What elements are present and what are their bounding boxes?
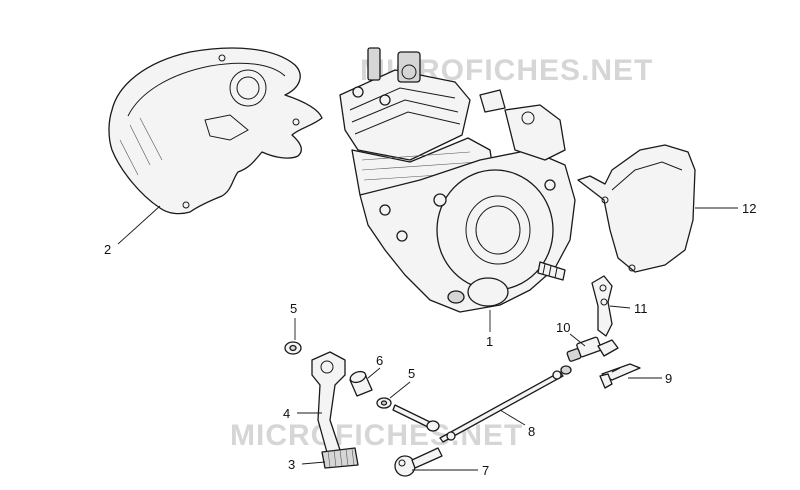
part-5-washer-top: [284, 341, 302, 355]
part-11-shift-arm: [591, 275, 613, 337]
part-9-bracket: [599, 363, 641, 389]
part-3-pedal-rubber: [321, 447, 359, 469]
callout-12: 12: [742, 201, 756, 216]
callout-10: 10: [556, 320, 570, 335]
callout-6: 6: [376, 353, 383, 368]
callout-4: 4: [283, 406, 290, 421]
callout-7: 7: [482, 463, 489, 478]
pivot-bolt: [392, 404, 440, 432]
leader-5b: [389, 381, 411, 399]
callout-9: 9: [665, 371, 672, 386]
part-5-washer-bottom: [376, 397, 392, 409]
callout-5-top: 5: [290, 301, 297, 316]
part-8-shift-rod: [439, 365, 572, 443]
leader-11: [609, 305, 631, 309]
part-10-connector: [566, 336, 619, 362]
callout-3: 3: [288, 457, 295, 472]
part-4-pedal-lever: [311, 351, 346, 457]
leader-lines: [117, 205, 738, 471]
callout-11: 11: [634, 301, 648, 316]
callouts: 2 1 12 11 10 9 8 5 6 5 4 3 7: [104, 201, 756, 478]
watermark-bottom: MICROFICHES.NET: [230, 419, 523, 452]
leader-8: [499, 409, 526, 426]
leader-3: [301, 461, 326, 465]
part-2-left-cover: [108, 47, 323, 215]
callout-2: 2: [104, 242, 111, 257]
part-6-bushing: [349, 370, 373, 397]
leader-2: [117, 205, 161, 245]
part-12-sprocket-cover: [577, 144, 696, 273]
callout-1: 1: [486, 334, 493, 349]
leader-10: [569, 333, 586, 347]
part-7-ball-joint: [394, 447, 443, 477]
part-1-engine: [339, 47, 576, 313]
callout-5-bottom: 5: [408, 366, 415, 381]
leader-6: [367, 367, 381, 379]
callout-8: 8: [528, 424, 535, 439]
